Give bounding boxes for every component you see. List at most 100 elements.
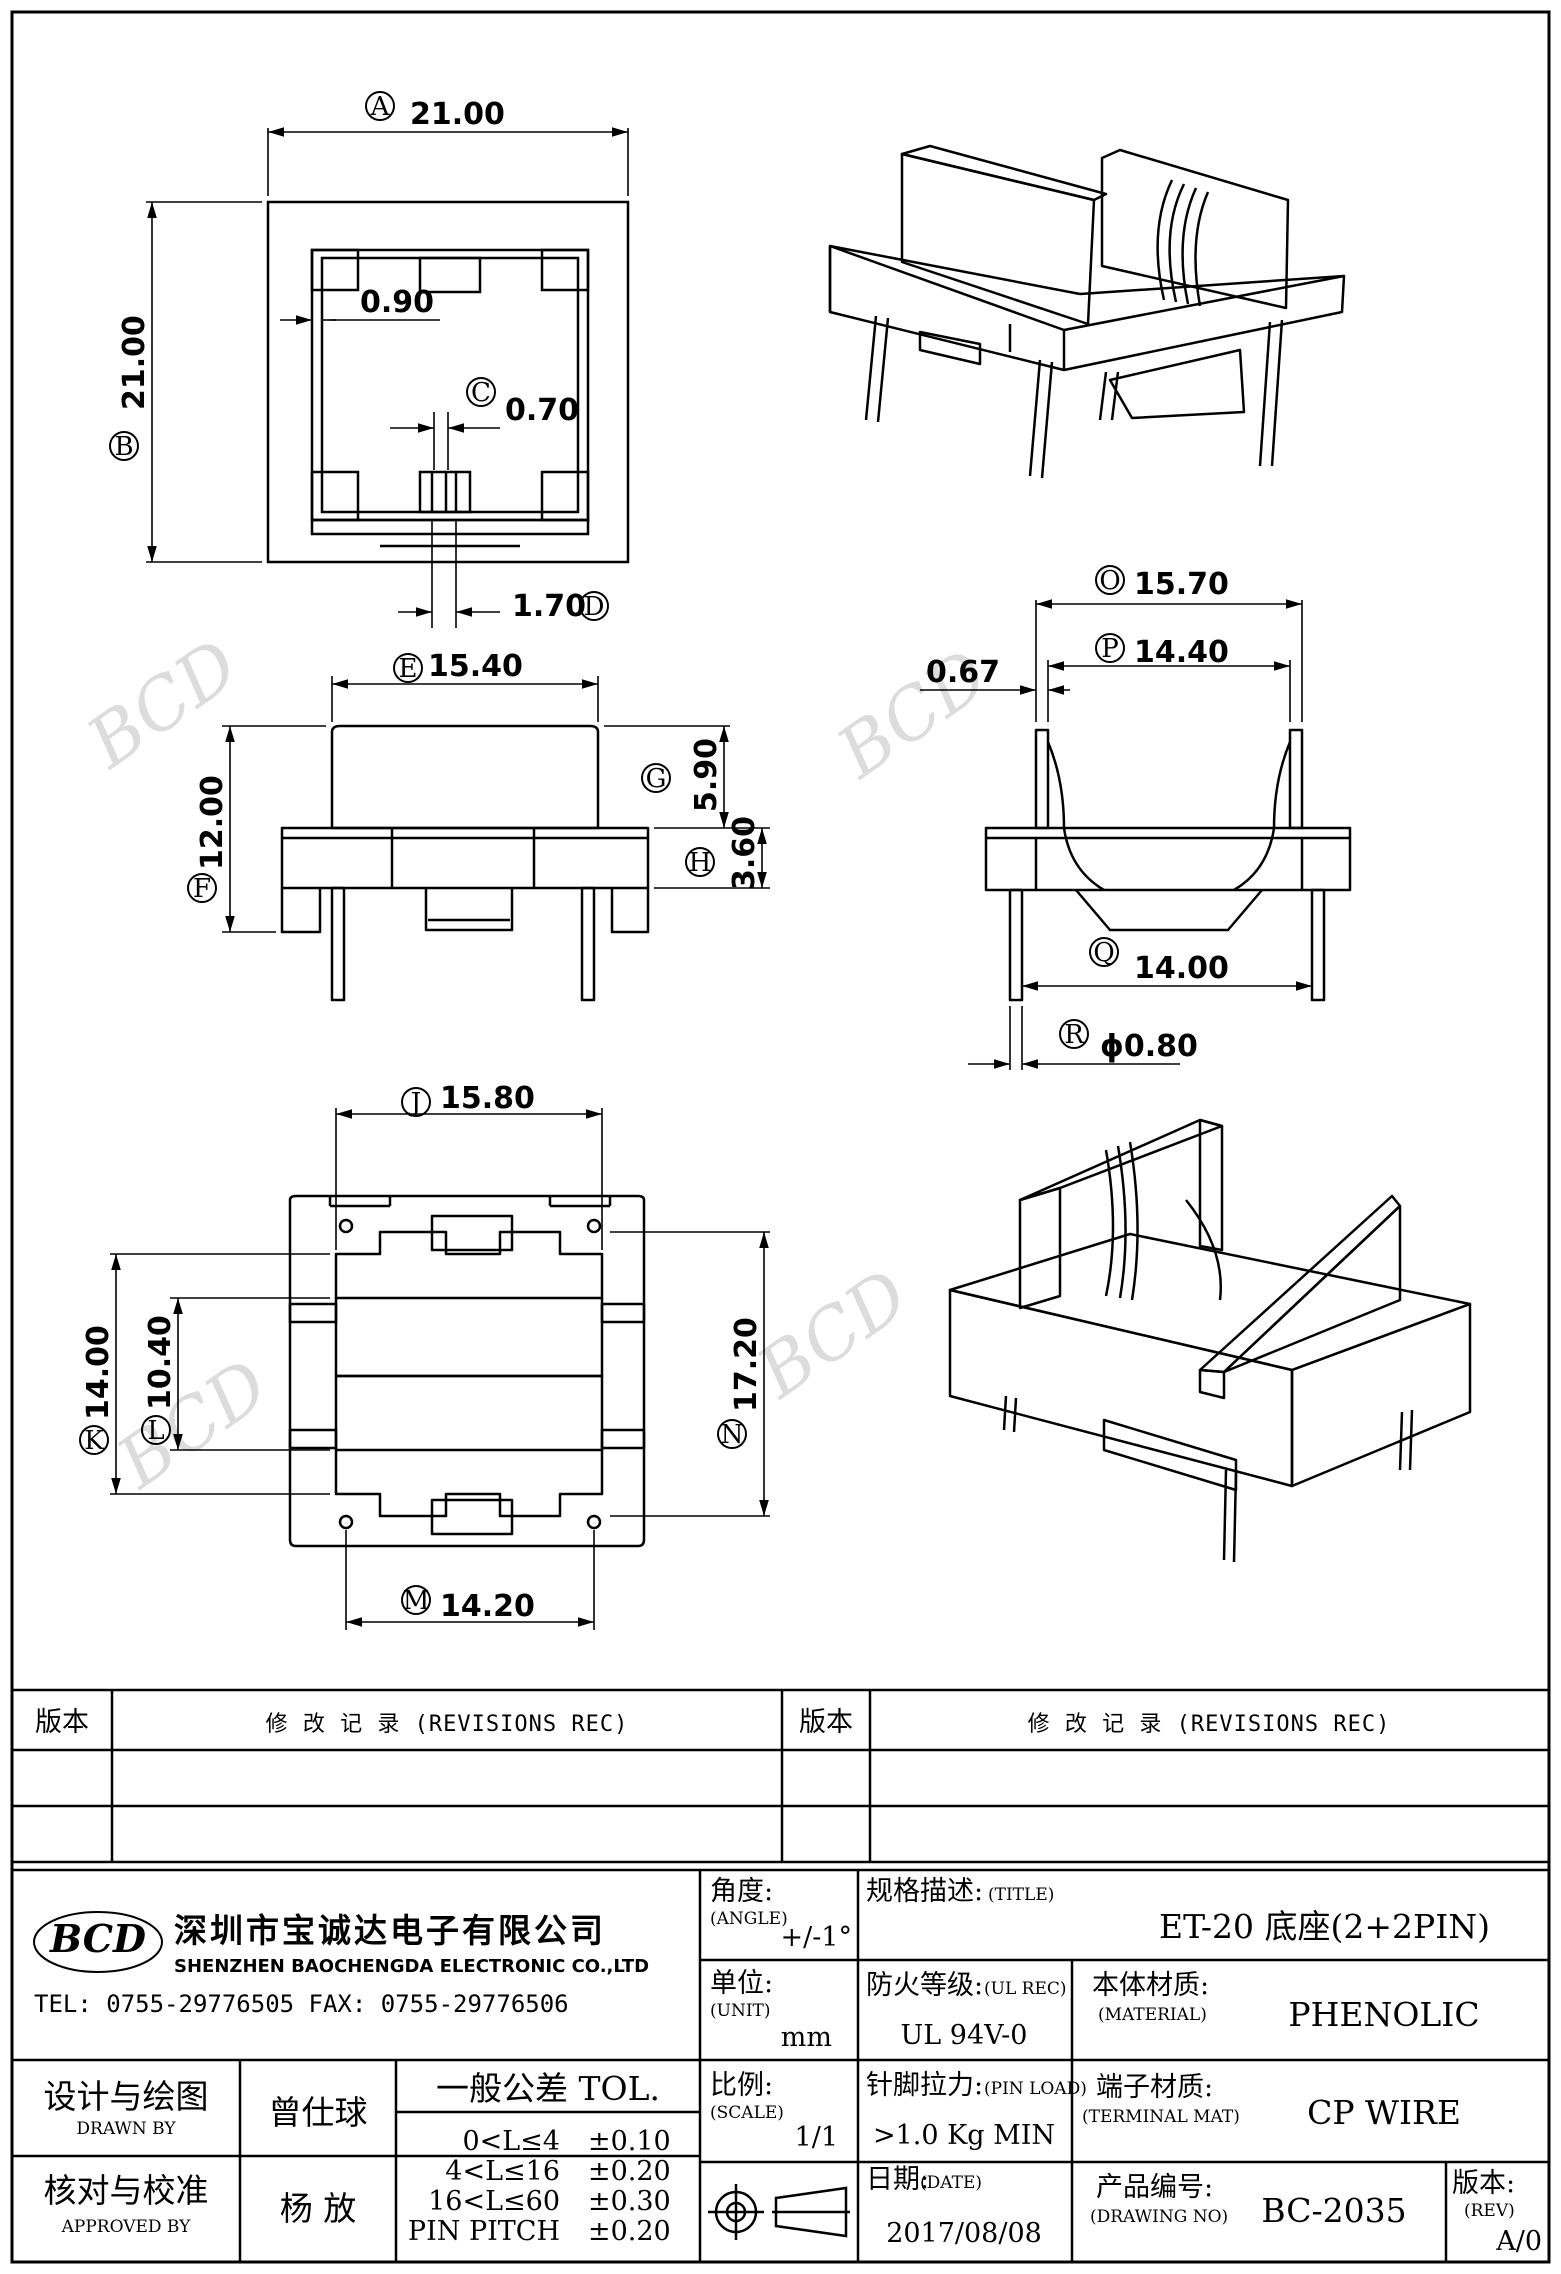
dim-P-value: 14.40 — [1134, 635, 1229, 670]
tol-value-3: ±0.20 — [588, 2216, 671, 2247]
dim-O-value: 15.70 — [1134, 567, 1229, 602]
drawn-en: DRAWN BY — [76, 2119, 176, 2139]
rev-col-record-left: 修 改 记 录 (REVISIONS REC) — [266, 1712, 629, 1737]
tol-value-0: ±0.10 — [588, 2126, 671, 2157]
revision-block — [12, 1688, 1549, 1864]
drawn-value: 曾仕球 — [269, 2093, 368, 2132]
unit-en: (UNIT) — [710, 2001, 771, 2021]
bottom-view-dims — [110, 1108, 770, 1630]
top-view-labels: A 21.00 B 21.00 0.90 C 0.70 1.70 D — [109, 91, 609, 624]
bottom-view-labels: J 15.80 14.00 K 10.40 L 17.20 N M 14.20 — [79, 1081, 764, 1624]
rev-col-version-left: 版本 — [35, 1707, 89, 1738]
dim-A-value: 21.00 — [410, 97, 505, 132]
angle-value: +/-1° — [780, 1922, 852, 1953]
top-view — [266, 200, 630, 564]
side-view — [984, 728, 1352, 1002]
front-view-dims — [222, 676, 770, 933]
date-value: 2017/08/08 — [886, 2218, 1042, 2249]
dim-wall-value: 0.67 — [926, 655, 1000, 690]
drawn-label: 设计与绘图 — [44, 2077, 209, 2116]
dim-H-value: 3.60 — [727, 816, 762, 890]
dim-P-label: P — [1101, 634, 1119, 664]
title-en: (TITLE) — [988, 1885, 1054, 1905]
rev-value: A/0 — [1495, 2226, 1542, 2257]
dim-J-value: 15.80 — [440, 1081, 535, 1116]
unit-value: mm — [781, 2022, 832, 2053]
front-view — [280, 724, 650, 1002]
dim-slot-value: 0.90 — [360, 285, 434, 320]
side-view-dims — [920, 599, 1313, 1070]
iso-view-1 — [828, 144, 1346, 479]
tol-range-2: 16<L≤60 — [428, 2186, 560, 2217]
projection-symbol-icon — [708, 2184, 850, 2240]
dim-M-value: 14.20 — [440, 1589, 535, 1624]
pinload-label: 针脚拉力: — [866, 2070, 983, 2101]
unit-label: 单位: — [710, 1968, 773, 1999]
rev-col-version-right: 版本 — [799, 1707, 853, 1738]
drawing-value: BC-2035 — [1261, 2191, 1406, 2230]
rev-en: (REV) — [1464, 2201, 1515, 2221]
approved-label: 核对与校准 — [44, 2171, 209, 2210]
dim-B-label: B — [114, 432, 133, 462]
company-contact: TEL: 0755-29776505 FAX: 0755-29776506 — [34, 1990, 569, 2018]
dim-G-label: G — [646, 764, 667, 794]
bottom-view — [288, 1194, 646, 1548]
dim-Q-value: 14.00 — [1134, 951, 1229, 986]
dim-G-value: 5.90 — [689, 738, 724, 812]
dim-E-value: 15.40 — [428, 649, 523, 684]
dim-D-value: 1.70 — [512, 589, 586, 624]
approved-en: APPROVED BY — [61, 2217, 192, 2237]
drawing-en: (DRAWING NO) — [1090, 2207, 1228, 2227]
dim-K-value: 14.00 — [81, 1325, 116, 1420]
dim-L-value: 10.40 — [143, 1315, 178, 1410]
tol-range-3: PIN PITCH — [408, 2216, 560, 2247]
svg-text:BCD: BCD — [741, 1254, 923, 1415]
outer-frame — [10, 10, 1551, 2264]
dim-R-label: R — [1064, 1020, 1085, 1050]
pinload-en: (PIN LOAD) — [984, 2079, 1087, 2099]
dim-F-value: 12.00 — [195, 775, 230, 870]
dim-A-label: A — [370, 92, 391, 122]
angle-label: 角度: — [710, 1876, 773, 1907]
top-view-dims — [146, 127, 629, 628]
scale-value: 1/1 — [795, 2122, 838, 2153]
dim-Q-label: Q — [1093, 938, 1114, 968]
dim-B-value: 21.00 — [117, 315, 152, 410]
material-label: 本体材质: — [1092, 1970, 1209, 2001]
scale-label: 比例: — [710, 2070, 773, 2101]
dim-O-label: O — [1099, 566, 1120, 596]
ul-en: (UL REC) — [984, 1979, 1067, 1999]
svg-text:BCD: BCD — [71, 624, 253, 785]
pinload-value: >1.0 Kg MIN — [873, 2120, 1055, 2151]
dim-M-label: M — [403, 1586, 430, 1616]
dim-E-label: E — [399, 654, 418, 684]
rev-label: 版本: — [1452, 2168, 1515, 2199]
iso-view-2 — [948, 1118, 1472, 1563]
title-label: 规格描述: — [866, 1876, 983, 1907]
front-view-labels: E 15.40 12.00 F G 5.90 H 3.60 — [187, 649, 762, 904]
ul-label: 防火等级: — [866, 1970, 983, 2001]
dim-N-value: 17.20 — [729, 1317, 764, 1412]
tol-range-0: 0<L≤4 — [462, 2126, 560, 2157]
dim-H-label: H — [689, 848, 712, 878]
title-block-grid — [12, 1868, 1549, 2262]
drawing-label: 产品编号: — [1096, 2172, 1213, 2203]
side-view-labels: O 15.70 P 14.40 0.67 Q 14.00 R ϕ0.80 — [926, 565, 1229, 1064]
dim-F-label: F — [193, 874, 211, 904]
dim-J-label: J — [408, 1088, 421, 1118]
tol-value-1: ±0.20 — [588, 2156, 671, 2187]
title-value: ET-20 底座(2+2PIN) — [1159, 1907, 1490, 1946]
company-name-en: SHENZHEN BAOCHENGDA ELECTRONIC CO.,LTD — [174, 1956, 649, 1977]
material-value: PHENOLIC — [1288, 1995, 1479, 2034]
tol-value-2: ±0.30 — [588, 2186, 671, 2217]
ul-value: UL 94V-0 — [901, 2020, 1028, 2051]
material-en: (MATERIAL) — [1098, 2005, 1207, 2025]
svg-text:BCD: BCD — [101, 1344, 283, 1505]
angle-en: (ANGLE) — [710, 1909, 788, 1929]
date-en: (DATE) — [920, 2173, 982, 2193]
rev-col-record-right: 修 改 记 录 (REVISIONS REC) — [1028, 1712, 1391, 1737]
company-logo: BCD — [33, 1911, 163, 1973]
scale-en: (SCALE) — [710, 2103, 784, 2123]
dim-D-label: D — [584, 592, 605, 622]
date-label: 日期: — [866, 2164, 929, 2195]
